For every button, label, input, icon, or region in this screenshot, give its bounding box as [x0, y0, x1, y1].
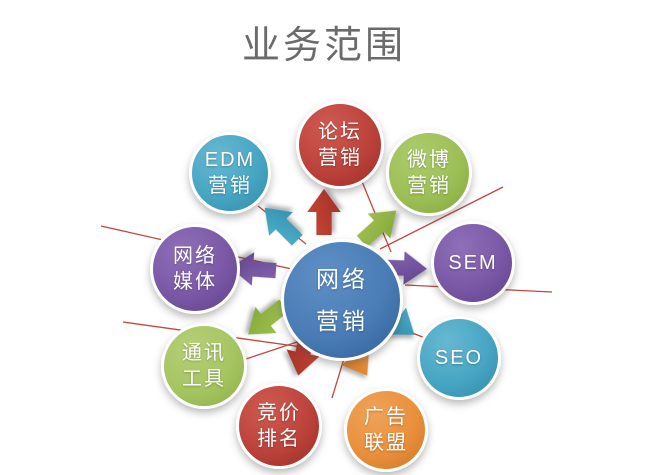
connector-line	[379, 186, 504, 250]
node-label-line2: 营销	[318, 147, 362, 169]
node-label-line1: SEM	[448, 252, 498, 274]
node-network-marketing-hub: 网络 营销	[281, 239, 403, 361]
node-forum-marketing: 论坛 营销	[296, 101, 384, 189]
node-im-tools: 通讯 工具	[161, 323, 247, 409]
node-label-line1: EDM	[204, 149, 256, 171]
hub-label-line1: 网络	[316, 266, 368, 292]
node-weibo-marketing: 微博 营销	[386, 130, 472, 216]
hub-label-line2: 营销	[316, 308, 368, 334]
node-label-line2: 媒体	[173, 271, 217, 293]
node-label-line1: 竞价	[257, 402, 301, 424]
node-label-line2: 联盟	[364, 432, 408, 454]
node-label-line1: 通讯	[182, 342, 226, 364]
node-label-line1: 网络	[173, 245, 217, 267]
node-edm-marketing: EDM 营销	[189, 132, 271, 214]
node-ad-alliance: 广告 联盟	[344, 388, 428, 472]
node-label-line2: 营销	[208, 175, 252, 197]
node-network-media: 网络 媒体	[150, 224, 240, 314]
node-label-line1: 广告	[364, 406, 408, 428]
node-label-line2: 排名	[257, 428, 301, 450]
node-label-line1: 微博	[407, 149, 451, 171]
node-bidding-rank: 竞价 排名	[236, 383, 322, 469]
arrow-shape	[305, 189, 343, 235]
node-seo: SEO	[417, 316, 501, 400]
page-title: 业务范围	[241, 25, 406, 67]
node-label-line2: 营销	[407, 175, 451, 197]
node-label-line1: SEO	[434, 347, 484, 369]
arrow-up-icon	[305, 189, 343, 235]
node-label-line1: 论坛	[318, 121, 362, 143]
node-sem: SEM	[431, 221, 515, 305]
node-label-line2: 工具	[182, 368, 226, 390]
